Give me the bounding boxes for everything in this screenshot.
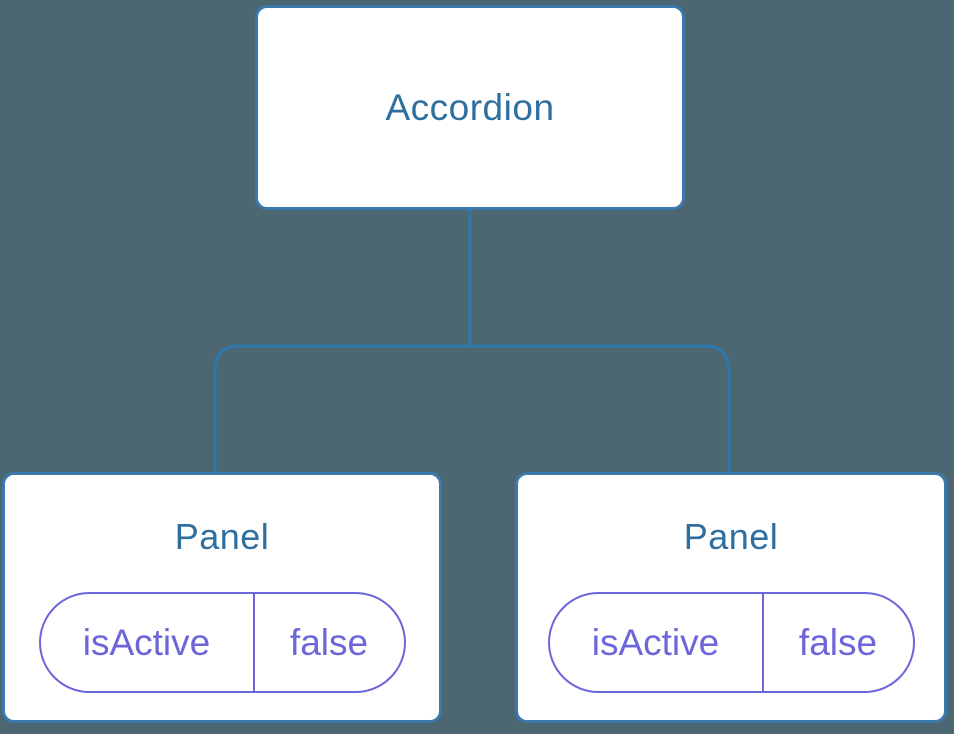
- panel-node-label: Panel: [683, 516, 779, 557]
- connector-branches: [213, 344, 731, 472]
- tree-node-accordion: Accordion: [255, 5, 685, 210]
- tree-node-panel-left: Panel isActive false: [2, 472, 442, 723]
- tree-node-panel-right: Panel isActive false: [515, 472, 947, 723]
- state-pill: isActive false: [547, 592, 915, 693]
- state-key: isActive: [41, 594, 255, 691]
- state-value: false: [798, 621, 878, 663]
- panel-node-label: Panel: [174, 516, 270, 557]
- state-pill: isActive false: [38, 592, 406, 693]
- state-value: false: [289, 621, 369, 663]
- state-key: isActive: [550, 594, 764, 691]
- accordion-node-label: Accordion: [385, 86, 555, 128]
